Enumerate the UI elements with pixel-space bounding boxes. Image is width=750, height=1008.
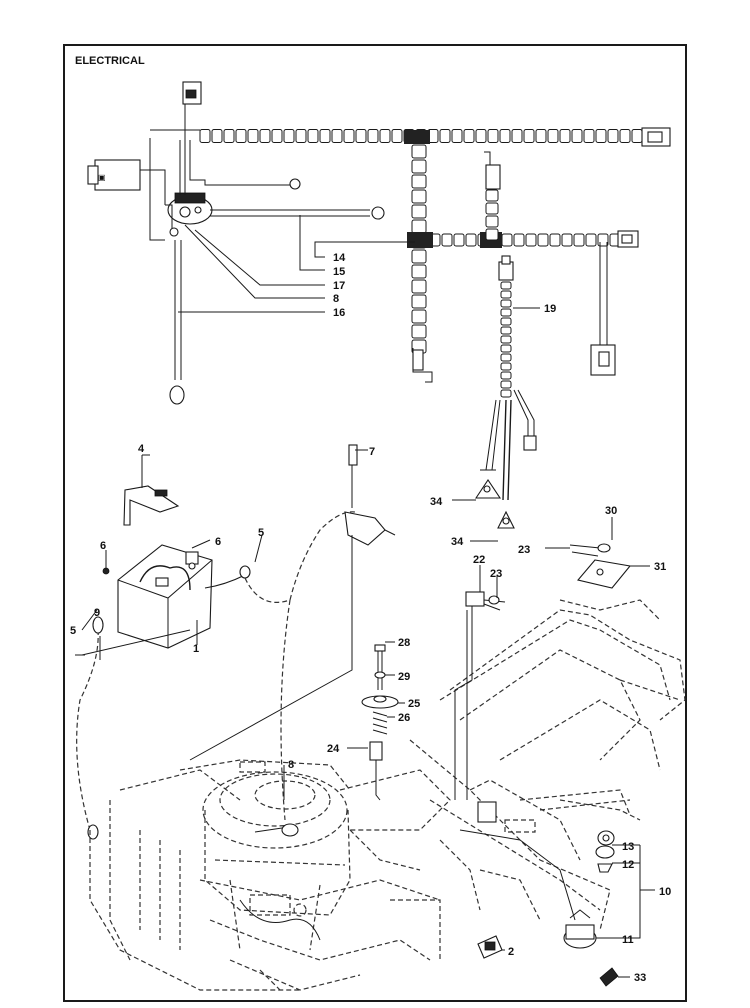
callout-8-bottom: 8	[288, 759, 294, 771]
callout-9: 9	[94, 607, 100, 619]
callout-34-lower: 34	[451, 536, 464, 548]
callout-8-top: 8	[333, 293, 339, 305]
starter-solenoid: ▣	[87, 129, 213, 237]
callout-4: 4	[138, 443, 145, 455]
connector-33	[599, 967, 619, 987]
switch-2	[477, 935, 503, 959]
harness-connector-right	[641, 127, 671, 147]
callout-33: 33	[634, 972, 646, 984]
callout-6-left: 6	[100, 540, 106, 552]
callout-15: 15	[333, 266, 345, 278]
battery-bracket	[123, 455, 180, 526]
callout-1: 1	[193, 643, 199, 655]
engine	[179, 759, 351, 951]
callout-29: 29	[398, 671, 410, 683]
callout-23-lower: 23	[490, 568, 502, 580]
callout-19: 19	[544, 303, 556, 315]
harness-19	[474, 255, 537, 529]
callout-10: 10	[659, 886, 671, 898]
dash-panel	[459, 799, 641, 921]
callout-labels: 14 15 17 8 16 19 4 7 6 6 5 9 5 1 28 29 2…	[70, 252, 671, 984]
harness-connector-top	[484, 151, 501, 190]
callout-13: 13	[622, 841, 634, 853]
side-connector	[590, 242, 616, 376]
main-harness	[199, 129, 643, 354]
callout-25: 25	[408, 698, 420, 710]
solenoid-mounted	[254, 823, 299, 837]
callout-17: 17	[333, 280, 345, 292]
leader-lines-lower	[81, 449, 655, 978]
svg-text:▣: ▣	[98, 173, 106, 182]
spring-bolt-assembly	[361, 644, 399, 801]
callout-6-right: 6	[215, 536, 221, 548]
tractor-frame	[89, 599, 686, 991]
battery	[117, 544, 213, 649]
callout-30: 30	[605, 505, 617, 517]
callout-5-right: 5	[258, 527, 264, 539]
ignition-switch	[563, 909, 597, 949]
harness-connector-bottom	[412, 348, 433, 383]
solenoid-cables	[149, 81, 385, 405]
diagram-title: ELECTRICAL	[75, 55, 145, 67]
callout-7: 7	[369, 446, 375, 458]
callout-11: 11	[622, 934, 634, 946]
callout-5-left: 5	[70, 625, 76, 637]
leader-lines-top	[178, 215, 540, 313]
ignition-cable	[189, 444, 396, 761]
callout-23-upper: 23	[518, 544, 530, 556]
callout-28: 28	[398, 637, 410, 649]
callout-2: 2	[508, 946, 514, 958]
callout-26: 26	[398, 712, 410, 724]
harness-connector-mid-right	[617, 230, 639, 248]
ignition-key	[597, 830, 615, 846]
diagram-frame	[63, 44, 687, 1002]
battery-cables	[75, 511, 356, 840]
callout-22: 22	[473, 554, 485, 566]
callout-12: 12	[622, 859, 634, 871]
callout-14: 14	[333, 252, 346, 264]
seat-switch	[454, 591, 506, 800]
callout-16: 16	[333, 307, 345, 319]
switch-bracket	[569, 543, 632, 589]
ignition-key-nut	[595, 845, 615, 873]
callout-31: 31	[654, 561, 666, 573]
callout-34-upper: 34	[430, 496, 443, 508]
callout-24: 24	[327, 743, 340, 755]
